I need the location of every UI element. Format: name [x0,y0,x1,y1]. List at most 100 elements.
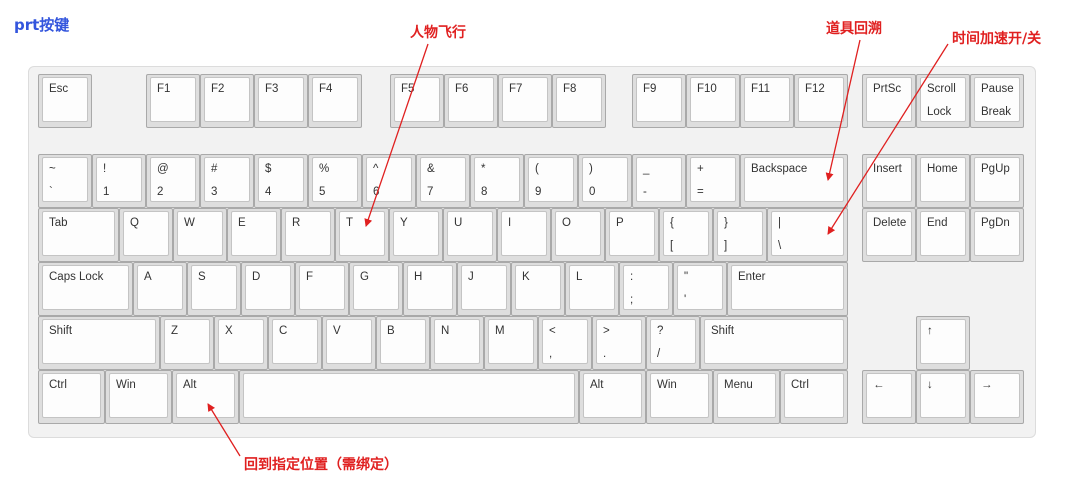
key-cap: P [609,211,655,256]
key-label-primary: F3 [265,83,279,95]
page-title: prt按键 [14,16,70,34]
key-x: X [214,316,268,370]
key-label-primary: K [522,271,530,283]
key-label-secondary: 9 [535,186,542,198]
key-l: L [565,262,619,316]
arrow-return-pos [207,403,241,457]
key-label-primary: { [670,217,674,229]
key-lctrl: Ctrl [38,370,105,424]
key-cap: R [285,211,331,256]
key-label-primary: → [981,379,993,391]
key-cap: "' [677,265,723,310]
key-label-primary: PgDn [981,217,1010,229]
key-d: D [241,262,295,316]
key-esc: Esc [38,74,92,128]
key-down: ↓ [916,370,970,424]
key-end: End [916,208,970,262]
arrow-fly [364,43,429,227]
key-label-primary: Esc [49,83,69,95]
key-r: R [281,208,335,262]
key-u: U [443,208,497,262]
key-label-primary: # [211,163,218,175]
key-cap: X [218,319,264,364]
key-cap: J [461,265,507,310]
key-cap: F8 [556,77,602,122]
key-label-primary: @ [157,163,169,175]
key-o: O [551,208,605,262]
key-right: → [970,370,1024,424]
key-k5: %5 [308,154,362,208]
key-cap: E [231,211,277,256]
key-label-primary: Caps Lock [49,271,104,283]
key-cap [243,373,575,418]
key-label-primary: & [427,163,435,175]
key-label-primary: T [346,217,354,229]
key-k8: *8 [470,154,524,208]
key-minus: _- [632,154,686,208]
key-label-primary: Alt [183,379,197,391]
key-label-primary: F7 [509,83,523,95]
key-label-secondary: 6 [373,186,380,198]
key-label-primary: Ctrl [49,379,67,391]
key-label-secondary: Lock [927,106,952,118]
key-cap: &7 [420,157,466,202]
key-label-secondary: \ [778,240,782,252]
key-f4: F4 [308,74,362,128]
key-label-primary: Q [130,217,139,229]
key-cap: → [974,373,1020,418]
key-label-secondary: ; [630,294,634,306]
key-label-secondary: 8 [481,186,488,198]
key-cap: Esc [42,77,88,122]
key-cap: _- [636,157,682,202]
key-w: W [173,208,227,262]
key-s: S [187,262,241,316]
key-label-secondary: ' [684,294,687,306]
key-cap: Delete [866,211,912,256]
key-cap: F12 [798,77,844,122]
key-label-primary: ) [589,163,593,175]
key-cap: Ctrl [784,373,844,418]
key-cap: Y [393,211,439,256]
key-prtsc: PrtSc [862,74,916,128]
key-cap: Q [123,211,169,256]
key-label-primary: ? [657,325,664,337]
key-cap: Alt [176,373,235,418]
key-cap: Z [164,319,210,364]
key-label-primary: ! [103,163,107,175]
key-label-primary: P [616,217,624,229]
key-b: B [376,316,430,370]
key-label-primary: Home [927,163,958,175]
key-label-primary: F2 [211,83,225,95]
key-v: V [322,316,376,370]
key-f10: F10 [686,74,740,128]
key-label-primary: _ [643,163,650,175]
key-cap: }] [717,211,763,256]
key-cap: {[ [663,211,709,256]
key-quote: "' [673,262,727,316]
key-cap: Shift [704,319,844,364]
key-slash: ?/ [646,316,700,370]
annotation-time-accel: 时间加速开/关 [952,31,1042,47]
key-label-primary: } [724,217,728,229]
key-f3: F3 [254,74,308,128]
key-label-secondary: 0 [589,186,596,198]
key-cap: ^6 [366,157,412,202]
key-f8: F8 [552,74,606,128]
key-label-secondary: 1 [103,186,110,198]
key-cap: PgDn [974,211,1020,256]
key-tilde: ~` [38,154,92,208]
key-label-primary: H [414,271,423,283]
key-enter: Enter [727,262,848,316]
key-label-primary: Insert [873,163,902,175]
key-cap: :; [623,265,669,310]
key-comma: <, [538,316,592,370]
key-cap: Win [109,373,168,418]
key-p: P [605,208,659,262]
key-k7: &7 [416,154,470,208]
key-space [239,370,579,424]
key-cap: T [339,211,385,256]
key-label-primary: F4 [319,83,333,95]
key-lshift: Shift [38,316,160,370]
key-label-primary: Ctrl [791,379,809,391]
